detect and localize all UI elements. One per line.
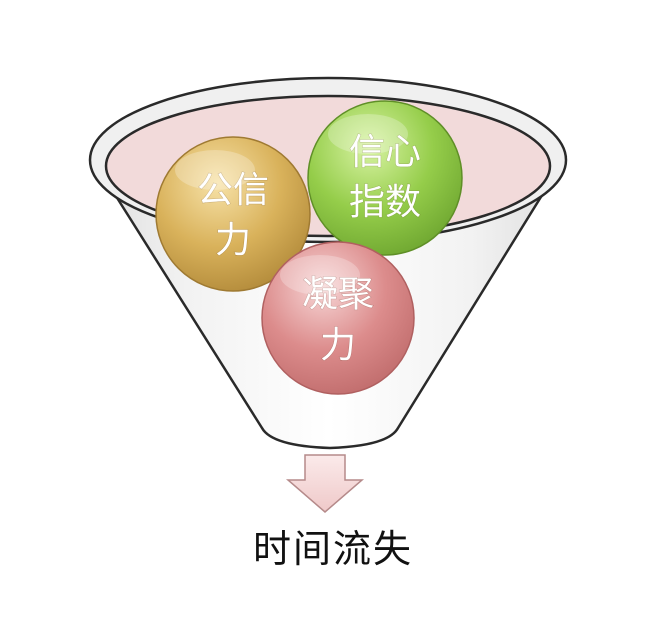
caption-time-loss: 时间流失 — [252, 527, 413, 571]
ball-ningjuli-line1: 凝聚 — [302, 274, 374, 315]
down-arrow-icon — [285, 454, 365, 513]
ball-xinxin-zhishu: 信心 指数 — [307, 100, 463, 256]
ball-gongxinli: 公信 力 — [155, 136, 311, 292]
ball-gongxinli-line2: 力 — [215, 220, 251, 261]
ball-xinxin-line1: 信心 — [349, 132, 421, 173]
ball-xinxin-line2: 指数 — [349, 182, 421, 223]
ball-gongxinli-line1: 公信 — [197, 170, 269, 211]
ball-ningjuli-line2: 力 — [320, 325, 356, 366]
ball-ningjuli: 凝聚 力 — [261, 241, 415, 395]
